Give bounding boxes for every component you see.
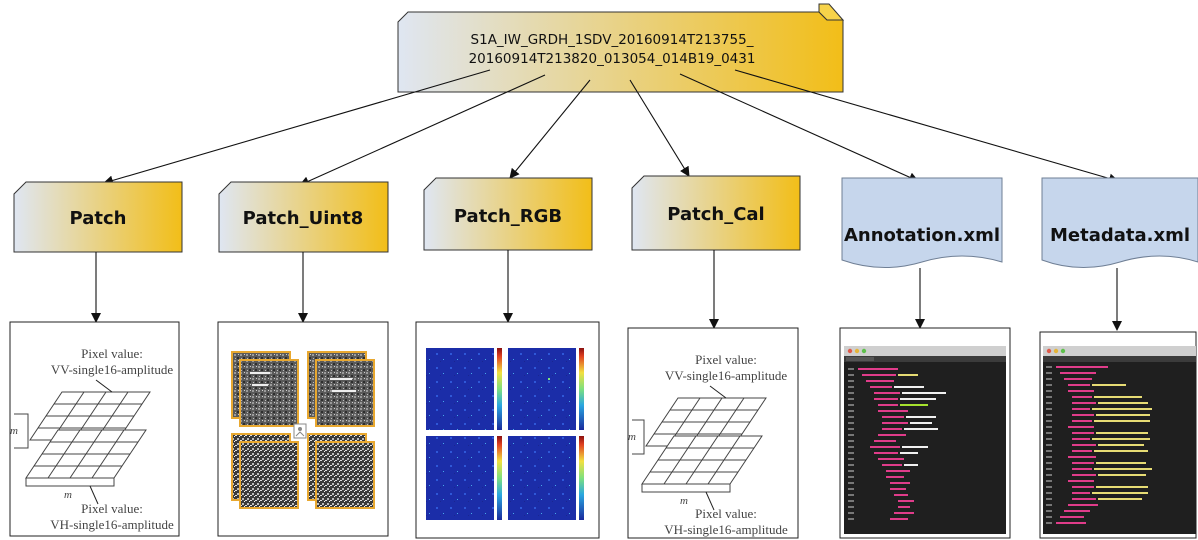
patch-vv-label-line1: Pixel value: <box>81 346 143 361</box>
uint8-thumb-top-left <box>231 351 299 427</box>
document-metadata-label: Metadata.xml <box>1050 225 1190 246</box>
folder-patch-label: Patch <box>70 208 127 229</box>
patch-cal-vh-label-line2: VH-single16-amplitude <box>664 522 788 537</box>
arrow-root-to-patch <box>103 69 491 186</box>
patch-m-bottom: m <box>64 489 72 501</box>
annotation-close-icon <box>847 348 853 354</box>
patch-cal-grid-bottom-layer <box>641 435 763 493</box>
uint8-center-icon <box>293 423 307 439</box>
patch-vh-label-line1: Pixel value: <box>81 501 143 516</box>
document-annotation-xml[interactable]: Annotation.xml <box>841 177 1003 268</box>
patch-cal-m-left: m <box>628 431 636 443</box>
folder-patch[interactable]: Patch <box>13 181 183 253</box>
annotation-code-lines <box>848 368 946 520</box>
arrow-root-to-patch-rgb <box>509 79 591 179</box>
root-arrows <box>103 69 1119 186</box>
root-label-line2: 20160914T213820_013054_014B19_0431 <box>469 51 756 67</box>
metadata-editor-titlebar <box>1043 346 1196 356</box>
metadata-zoom-icon <box>1060 348 1066 354</box>
child-arrows <box>91 250 1122 331</box>
annotation-zoom-icon <box>861 348 867 354</box>
preview-patch-grid: Pixel value: VV-single16-amplitude m m <box>9 321 180 537</box>
uint8-thumb-top-right <box>307 351 375 427</box>
patch-grid-top-layer <box>29 391 151 441</box>
arrow-root-to-annotation <box>679 73 919 182</box>
document-annotation-label: Annotation.xml <box>844 225 1000 246</box>
uint8-thumb-bottom-left <box>231 433 299 509</box>
folder-patch-uint8-label: Patch_Uint8 <box>243 208 364 229</box>
rgb-heatmap-bottom-left <box>426 436 502 520</box>
root-node[interactable]: S1A_IW_GRDH_1SDV_20160914T213755_ 201609… <box>397 3 845 93</box>
patch-vv-label-line2: VV-single16-amplitude <box>51 362 174 377</box>
patch-cal-m-bottom: m <box>680 495 688 507</box>
preview-uint8-thumbnails <box>217 321 389 537</box>
patch-grid-bottom-layer <box>25 429 147 487</box>
arrow-root-to-metadata <box>734 69 1119 184</box>
folder-patch-cal-label: Patch_Cal <box>667 204 764 225</box>
metadata-close-icon <box>1046 348 1052 354</box>
annotation-minimize-icon <box>854 348 860 354</box>
arrow-root-to-patch-cal <box>629 79 690 177</box>
rgb-heatmap-bottom-right <box>508 436 584 520</box>
root-fold-tab <box>818 3 845 21</box>
uint8-thumb-bottom-right <box>307 433 375 509</box>
annotation-editor-titlebar <box>844 346 1006 356</box>
metadata-code-lines <box>1046 366 1152 524</box>
arrow-root-to-patch-uint8 <box>299 74 546 186</box>
folder-patch-rgb[interactable]: Patch_RGB <box>423 177 593 251</box>
patch-vh-pointer <box>89 485 99 505</box>
patch-cal-vh-pointer <box>705 491 715 511</box>
metadata-minimize-icon <box>1053 348 1059 354</box>
root-label-line1: S1A_IW_GRDH_1SDV_20160914T213755_ <box>471 32 754 48</box>
patch-cal-vv-label-line1: Pixel value: <box>695 352 757 367</box>
patch-cal-vv-label-line2: VV-single16-amplitude <box>665 368 788 383</box>
patch-m-bracket <box>14 413 29 449</box>
folder-patch-cal[interactable]: Patch_Cal <box>631 175 801 251</box>
folder-patch-rgb-label: Patch_RGB <box>454 206 562 227</box>
preview-annotation-xml-editor <box>839 327 1011 539</box>
folder-patch-uint8[interactable]: Patch_Uint8 <box>218 181 389 253</box>
preview-metadata-xml-editor <box>1039 331 1197 539</box>
preview-rgb-heatmaps <box>415 321 600 539</box>
preview-patch-cal-grid: Pixel value: VV-single16-amplitude m m P… <box>627 327 799 539</box>
patch-m-left: m <box>10 425 18 437</box>
document-metadata-xml[interactable]: Metadata.xml <box>1041 177 1198 269</box>
patch-vv-pointer <box>95 379 113 393</box>
rgb-heatmap-top-right <box>508 348 584 430</box>
rgb-heatmap-top-left <box>426 348 502 430</box>
patch-cal-vh-label-line1: Pixel value: <box>695 506 757 521</box>
patch-cal-m-bracket <box>632 419 645 455</box>
patch-vh-label-line2: VH-single16-amplitude <box>50 517 174 532</box>
patch-cal-vv-pointer <box>709 385 727 399</box>
